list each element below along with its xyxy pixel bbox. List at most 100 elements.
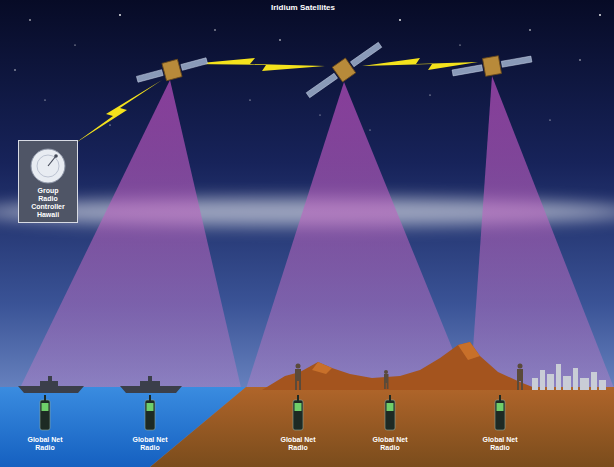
lightning-link [74, 80, 162, 144]
ship [18, 376, 84, 393]
soldier [517, 381, 519, 390]
stars [279, 39, 281, 41]
soldier [295, 369, 301, 381]
lightning-link [362, 58, 478, 70]
radio-handset [295, 403, 302, 411]
stars [320, 115, 321, 116]
satellite [306, 73, 337, 97]
soldier [517, 369, 523, 381]
radio-handset [497, 403, 504, 411]
coverage-beam [245, 82, 470, 392]
radio-label: Global Net Radio [23, 436, 67, 452]
city-skyline [556, 364, 561, 390]
city-skyline [591, 372, 597, 390]
stars [399, 19, 401, 21]
radio-handset [40, 395, 50, 430]
radio-handset [147, 403, 154, 411]
satellite [501, 56, 532, 67]
stars [14, 69, 15, 70]
soldier [384, 374, 389, 383]
stars [14, 14, 601, 130]
city-skyline [573, 368, 578, 390]
radio-handset [293, 395, 303, 430]
city-skyline [540, 370, 545, 390]
stars [214, 29, 215, 30]
stars [74, 44, 75, 45]
stars [599, 14, 601, 16]
radio-handset [495, 395, 505, 430]
stars [119, 14, 121, 16]
satellite [452, 65, 483, 76]
soldier [295, 364, 301, 391]
mountain [262, 342, 540, 390]
ships [18, 376, 182, 393]
radio-handset [495, 400, 505, 430]
coverage-beam [470, 76, 614, 392]
diagram-title: Iridium Satellites [271, 3, 335, 13]
land [150, 387, 614, 467]
city-skyline [532, 378, 538, 390]
radios [40, 395, 505, 430]
stars [529, 29, 531, 31]
node-label: Group Radio Controller Hawaii [28, 187, 68, 219]
soldier [384, 370, 389, 389]
radio-handset [297, 395, 299, 401]
radio-handset [44, 395, 46, 401]
radio-handset [385, 400, 395, 430]
radio-handset [40, 400, 50, 430]
radio-handset [387, 403, 394, 411]
satellite [135, 52, 209, 88]
lightning-link [190, 58, 325, 71]
coverage-beam [18, 80, 242, 392]
stars [579, 59, 580, 60]
stars [44, 99, 45, 100]
soldier [299, 381, 301, 390]
stars [109, 124, 110, 125]
soldiers [295, 364, 523, 391]
radio-handset [499, 395, 501, 401]
mountain-highlight [312, 342, 480, 374]
radio-handset [293, 400, 303, 430]
satellite [332, 58, 355, 82]
city-skyline [547, 374, 554, 390]
soldier [296, 364, 301, 369]
soldier [518, 364, 523, 369]
soldier [384, 370, 388, 374]
city-skyline [580, 378, 589, 390]
radio-handset [42, 403, 49, 411]
ship [120, 376, 182, 393]
stars [459, 44, 460, 45]
city-skyline [563, 376, 571, 390]
radio-label: Global Net Radio [128, 436, 172, 452]
city-skyline [599, 380, 606, 390]
stars [370, 130, 371, 131]
radio-handset [389, 395, 391, 401]
radio-handset [145, 400, 155, 430]
satellite [181, 58, 208, 71]
soldier [387, 383, 389, 389]
satellites [135, 37, 533, 102]
satellite [350, 42, 381, 66]
mountains [262, 342, 540, 390]
soldier [295, 381, 297, 390]
stars [549, 119, 550, 120]
controller-box: Group Radio Controller Hawaii [18, 140, 78, 223]
satellite [136, 70, 163, 83]
radio-label: Global Net Radio [368, 436, 412, 452]
lightning-links [74, 58, 478, 144]
soldier [517, 364, 523, 391]
city-skyline [532, 364, 606, 390]
coverage-beams [18, 76, 614, 392]
stars [249, 99, 250, 100]
radio-handset [385, 395, 395, 430]
satellite [483, 56, 502, 77]
stars [29, 19, 31, 21]
stars [429, 94, 430, 95]
satellite [162, 59, 182, 81]
radio-handset [149, 395, 151, 401]
radio-label: Global Net Radio [478, 436, 522, 452]
satellite [303, 37, 385, 102]
